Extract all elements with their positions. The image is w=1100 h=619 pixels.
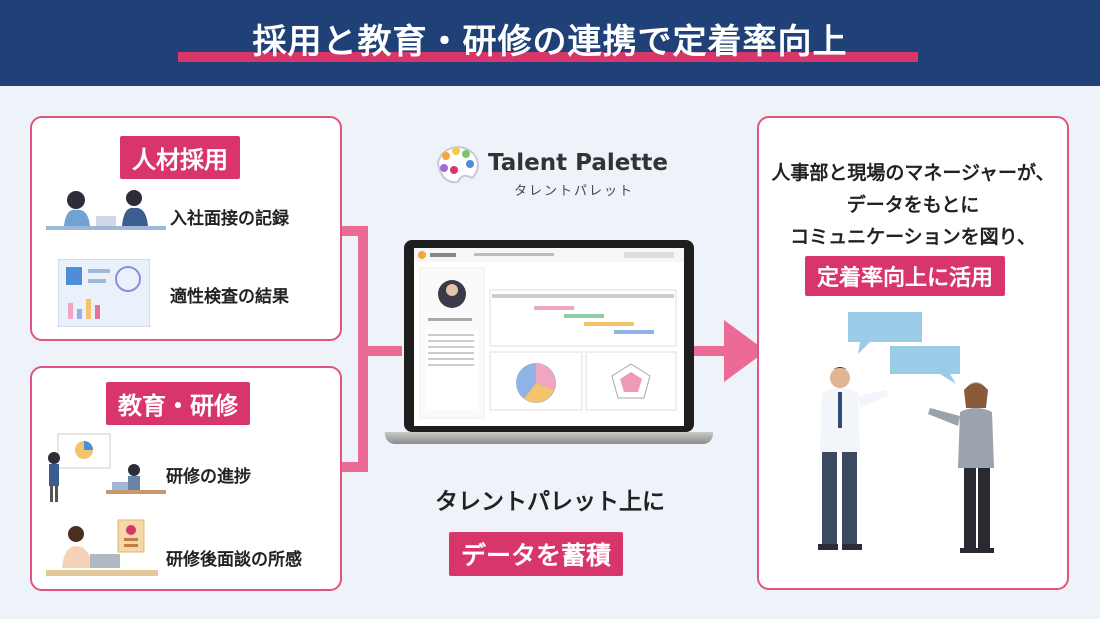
item-aptitude-result: 適性検査の結果 (170, 287, 289, 307)
title-underline (178, 52, 918, 62)
logo-kana: タレントパレット (514, 184, 635, 199)
right-line-3: コミュニケーションを図り、 (790, 226, 1036, 248)
recruitment-tag: 人材採用 (120, 136, 240, 179)
arrow-right-icon (694, 320, 766, 382)
laptop-base (385, 432, 713, 444)
item-post-training-interview: 研修後面談の所感 (166, 550, 302, 570)
connector-top-stub (342, 226, 366, 236)
connector-to-laptop (366, 346, 402, 356)
training-card: 教育・研修 研修の進捗 研修後面談の所感 (30, 366, 342, 591)
logo-name: Talent Palette (488, 150, 668, 176)
item-interview-record: 入社面接の記録 (170, 209, 289, 229)
post-training-interview-illustration (46, 519, 158, 576)
connector-bottom-stub (342, 462, 366, 472)
laptop-screen-content (414, 248, 684, 426)
page-title: 採用と教育・研修の連携で定着率向上 (0, 14, 1100, 63)
training-progress-illustration (48, 433, 166, 502)
recruitment-card: 人材採用 入社面接の記録 適性検査の結果 (30, 116, 342, 341)
retention-tag: 定着率向上に活用 (805, 256, 1006, 296)
talent-palette-logo-icon (436, 146, 479, 184)
aptitude-chart-illustration (58, 259, 150, 327)
item-training-progress: 研修の進捗 (166, 467, 251, 487)
app-screenshot-miniature (414, 248, 684, 419)
training-tag: 教育・研修 (106, 382, 250, 425)
connector-vertical (358, 226, 368, 472)
page-title-text: 採用と教育・研修の連携で定着率向上 (252, 22, 848, 62)
accumulate-data-tag: データを蓄積 (449, 532, 624, 576)
center-caption: タレントパレット上に (435, 489, 665, 515)
header-banner: 採用と教育・研修の連携で定着率向上 (0, 0, 1100, 86)
interview-illustration (46, 190, 166, 230)
discussion-illustration (818, 312, 994, 553)
right-line-2: データをもとに (846, 194, 980, 216)
right-line-1: 人事部と現場のマネージャーが、 (771, 162, 1055, 184)
